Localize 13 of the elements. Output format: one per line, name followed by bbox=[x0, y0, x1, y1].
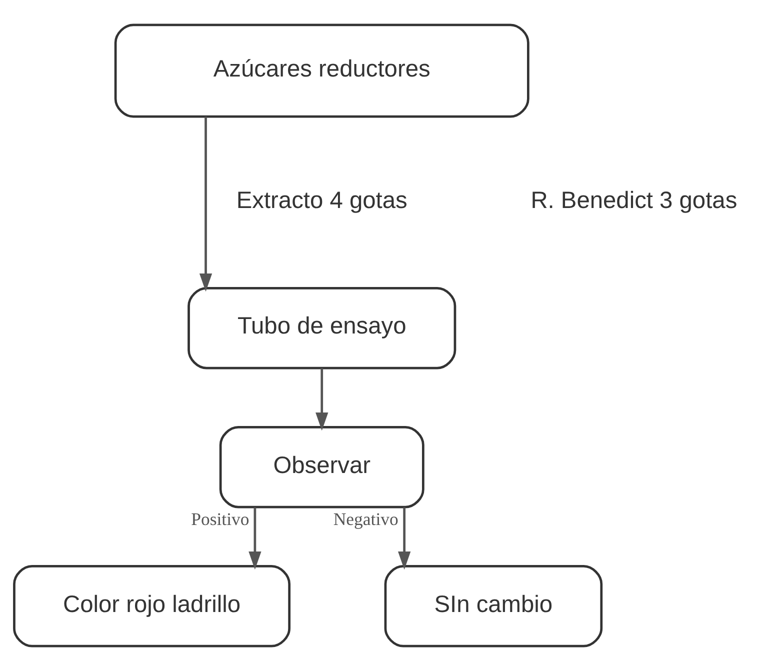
node-box: Azúcares reductores bbox=[114, 24, 530, 118]
arrow bbox=[316, 368, 328, 431]
edge-label: Negativo bbox=[333, 509, 398, 529]
node-box: Tubo de ensayo bbox=[188, 287, 456, 370]
arrow bbox=[248, 507, 262, 570]
node-box: Observar bbox=[219, 426, 424, 508]
node-box: Color rojo ladrillo bbox=[13, 565, 290, 648]
arrow bbox=[398, 507, 411, 570]
label: R. Benedict 3 gotas bbox=[530, 188, 738, 214]
label: Extracto 4 gotas bbox=[236, 188, 408, 214]
edge-label: Positivo bbox=[191, 509, 250, 529]
node-box: SIn cambio bbox=[384, 565, 603, 648]
arrow bbox=[199, 116, 212, 292]
